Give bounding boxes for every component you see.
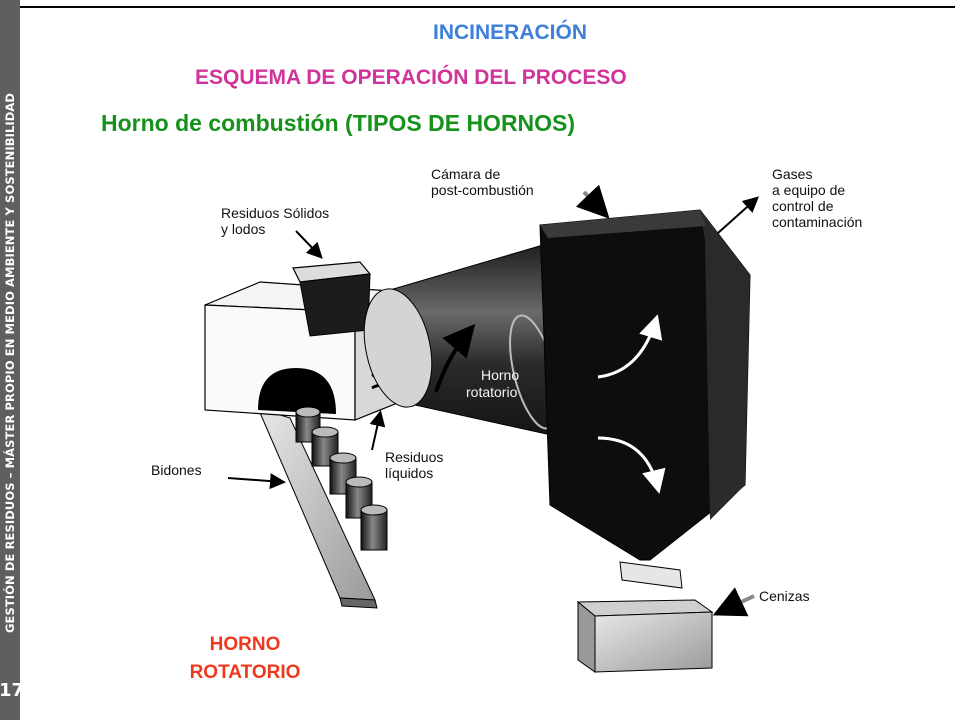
- caption-horno: HORNO: [209, 634, 281, 655]
- page-number: 177: [0, 680, 37, 701]
- arrow-cenizas: [712, 587, 755, 617]
- label-residuos-liquidos-2: líquidos: [385, 465, 433, 481]
- label-horno-1: Horno: [481, 367, 519, 383]
- drums: [295, 406, 388, 551]
- sidebar: GESTIÓN DE RESIDUOS – MÁSTER PROPIO EN M…: [0, 0, 37, 720]
- label-residuos-liquidos-1: Residuos: [385, 449, 443, 465]
- label-residuos-solidos-2: y lodos: [221, 221, 265, 237]
- label-gases-4: contaminación: [772, 214, 862, 230]
- caption-rotatorio: ROTATORIO: [189, 662, 301, 683]
- slide-subtitle: ESQUEMA DE OPERACIÓN DEL PROCESO: [195, 66, 627, 89]
- arrow-gases: [717, 196, 759, 234]
- slide-title: INCINERACIÓN: [432, 21, 587, 44]
- label-gases-3: control de: [772, 198, 834, 214]
- arrow-bidones: [227, 473, 286, 490]
- arrow-residuos-solidos: [295, 230, 323, 259]
- section-heading: Horno de combustión (TIPOS DE HORNOS): [101, 110, 576, 136]
- label-gases-2: a equipo de: [772, 182, 845, 198]
- label-gases-1: Gases: [772, 166, 812, 182]
- post-combustion-chamber: [539, 209, 751, 589]
- label-horno-2: rotatorio: [466, 384, 518, 400]
- arrow-residuos-liquidos: [369, 410, 386, 451]
- label-cenizas: Cenizas: [759, 588, 810, 604]
- label-residuos-solidos-1: Residuos Sólidos: [221, 205, 329, 221]
- ash-container: [576, 599, 714, 673]
- label-camara-2: post-combustión: [431, 182, 534, 198]
- label-camara-1: Cámara de: [431, 166, 500, 182]
- top-divider: [20, 6, 955, 8]
- label-bidones: Bidones: [151, 462, 202, 478]
- arrow-camara: [575, 184, 610, 219]
